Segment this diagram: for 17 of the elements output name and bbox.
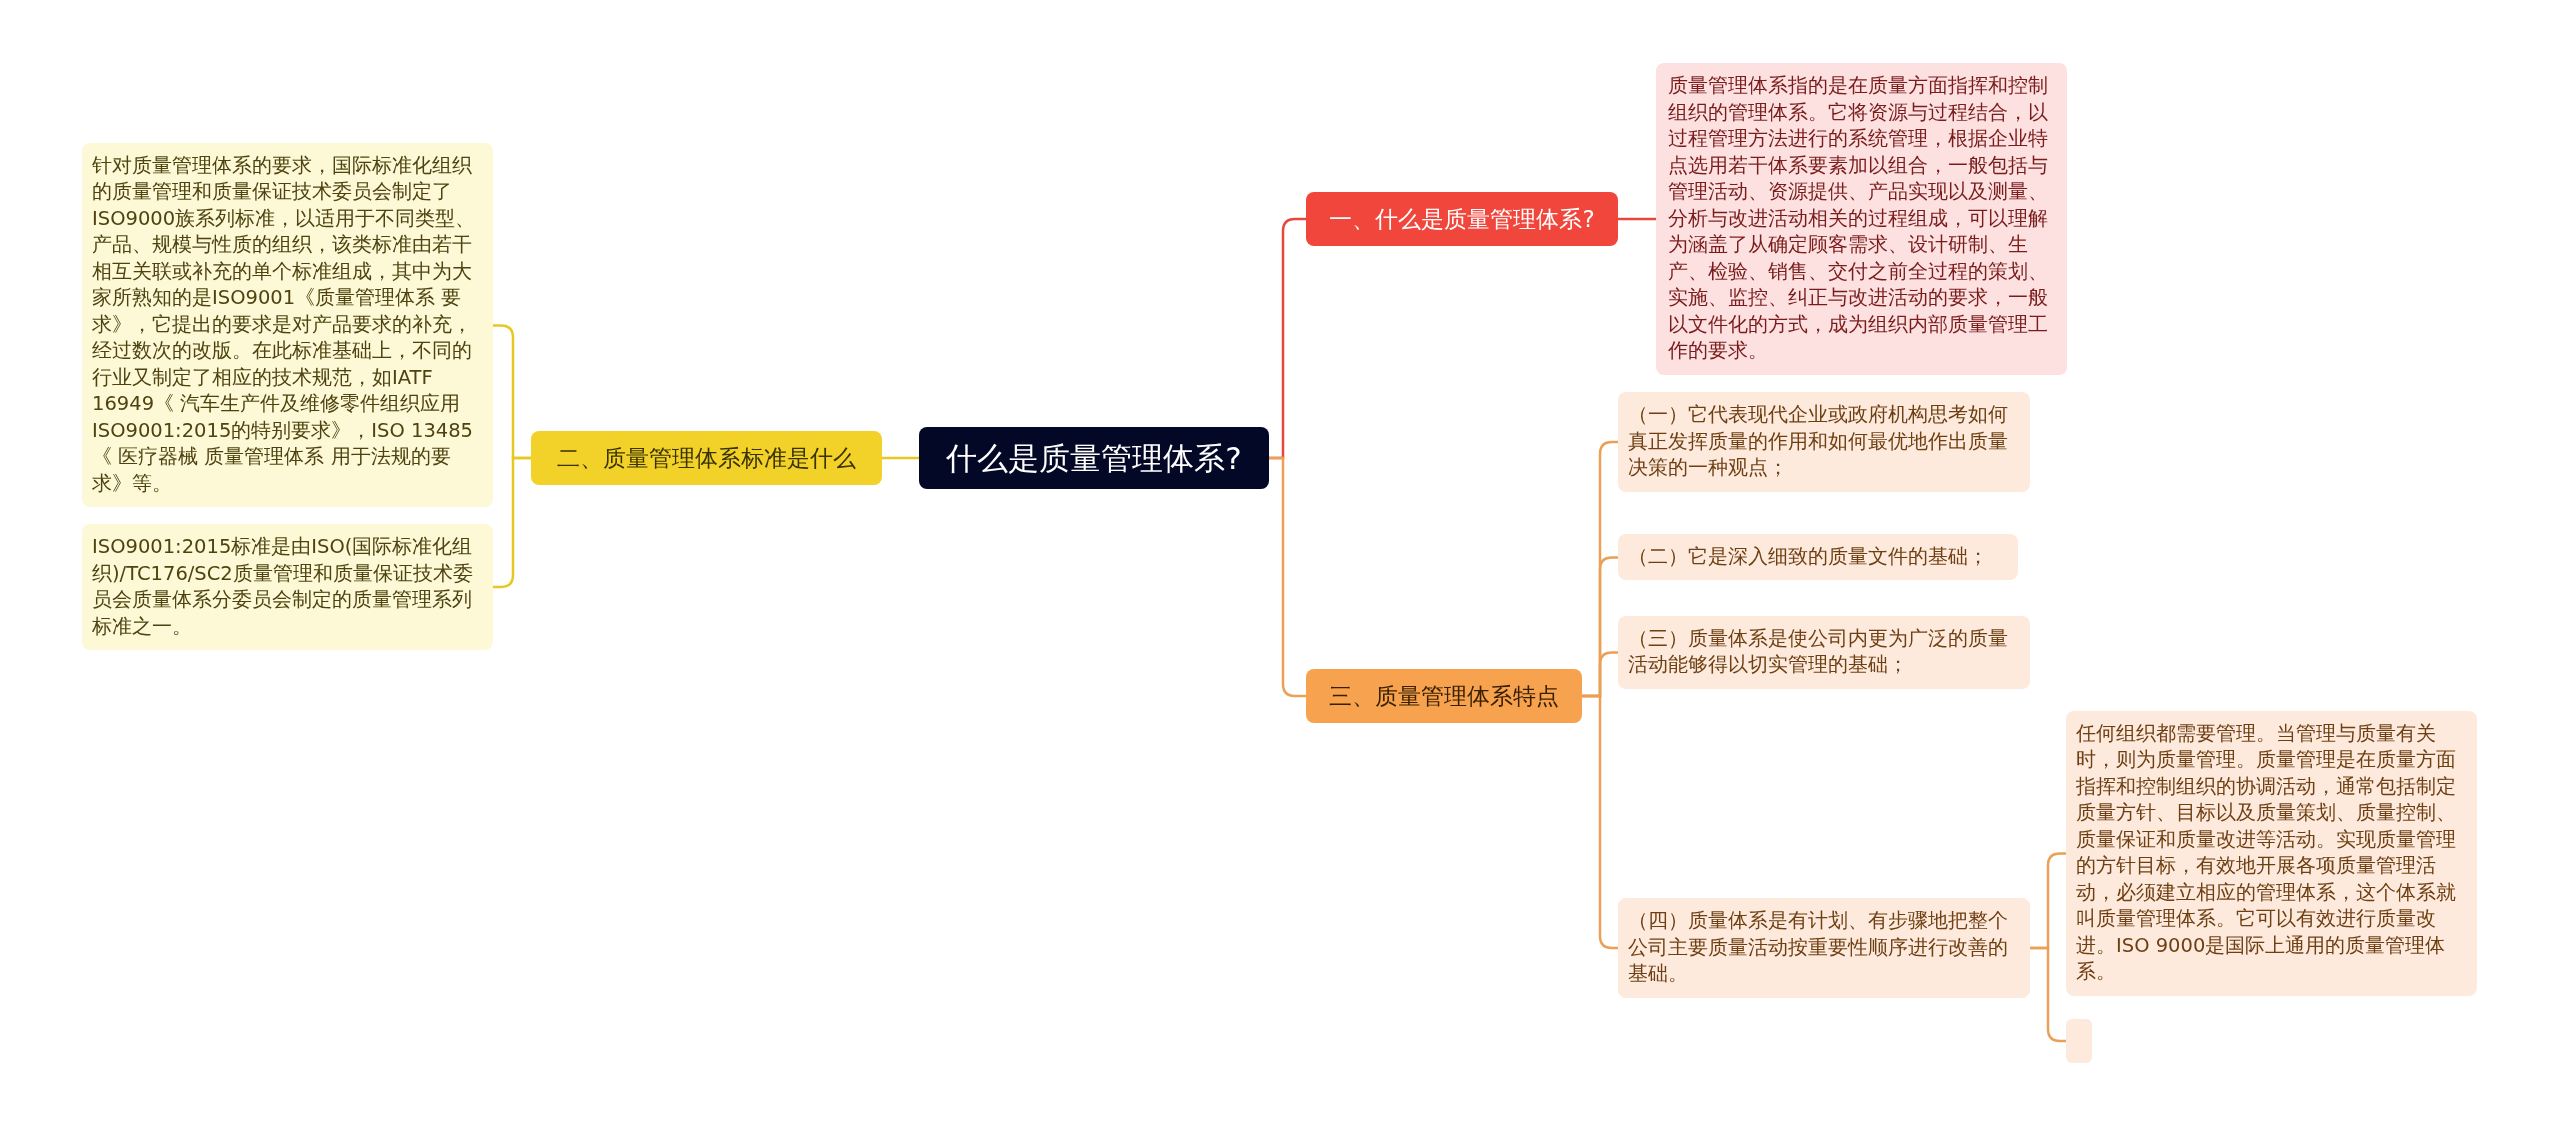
root-topic-box: 什么是质量管理体系? bbox=[919, 427, 1269, 489]
note-box: （四）质量体系是有计划、有步骤地把整个公司主要质量活动按重要性顺序进行改善的基础。 bbox=[1618, 898, 2030, 998]
connector bbox=[493, 456, 531, 589]
note-box: （一）它代表现代企业或政府机构思考如何真正发挥质量的作用和如何最优地作出质量决策的一种观点； bbox=[1618, 392, 2030, 492]
note-box: 质量管理体系指的是在质量方面指挥和控制组织的管理体系。它将资源与过程结合，以过程管理方法进行的系统管理，根据企业特点选用若干体系要素加以组合，一般包括与管理活动、资源提供、产品实现以及测量、分析与改进活动相关的过程组成，可以理解为涵盖了从确定顾客需求、设计研制、生产、检验、销售、交付之前全过程的策划、实施、监控、纠正与改进活动的要求，一般以文件化的方式，成为组织内部质量管理工作的要求。 bbox=[1656, 63, 2067, 375]
topic-box: 一、什么是质量管理体系? bbox=[1306, 192, 1618, 246]
note-box: （三）质量体系是使公司内更为广泛的质量活动能够得以切实管理的基础； bbox=[1618, 615, 2030, 689]
note-box: 针对质量管理体系的要求，国际标准化组织的质量管理和质量保证技术委员会制定了ISO9000族系列标准，以适用于不同类型、产品、规模与性质的组织，该类标准由若干相互关联或补充的单个标准组成，其中为大家所熟知的是ISO9001《质量管理体系 要求》，它提出的要求是对产品要求的补充，经过数次的改版。在此标准基础上，不同的行业又制定了相应的技术规范，如IATF 16949《 汽车生产件及维修零件组织应用ISO9001:2015的特别要求》，ISO 13485《 医疗器械 质量管理体系 用于法规的要求》等。 bbox=[82, 142, 493, 507]
connector bbox=[1618, 217, 1656, 221]
note-box: （二）它是深入细致的质量文件的基础； bbox=[1618, 533, 2018, 580]
note-box: 任何组织都需要管理。当管理与质量有关时，则为质量管理。质量管理是在质量方面指挥和控制组织的协调活动，通常包括制定质量方针、目标以及质量策划、质量控制、质量保证和质量改进等活动。实现质量管理的方针目标，有效地开展各项质量管理活动，必须建立相应的管理体系，这个体系就叫质量管理体系。它可以有效进行质量改进。ISO 9000是国际上通用的质量管理体系。 bbox=[2066, 710, 2477, 996]
connector bbox=[1269, 456, 1306, 698]
empty-box bbox=[2066, 1019, 2092, 1063]
note-box: ISO9001:2015标准是由ISO(国际标准化组织)/TC176/SC2质量管理和质量保证技术委员会质量体系分委员会制定的质量管理系列标准之一。 bbox=[82, 524, 493, 650]
connector bbox=[882, 456, 919, 460]
topic-box: 二、质量管理体系标准是什么 bbox=[531, 431, 882, 485]
topic-box: 三、质量管理体系特点 bbox=[1306, 669, 1582, 723]
